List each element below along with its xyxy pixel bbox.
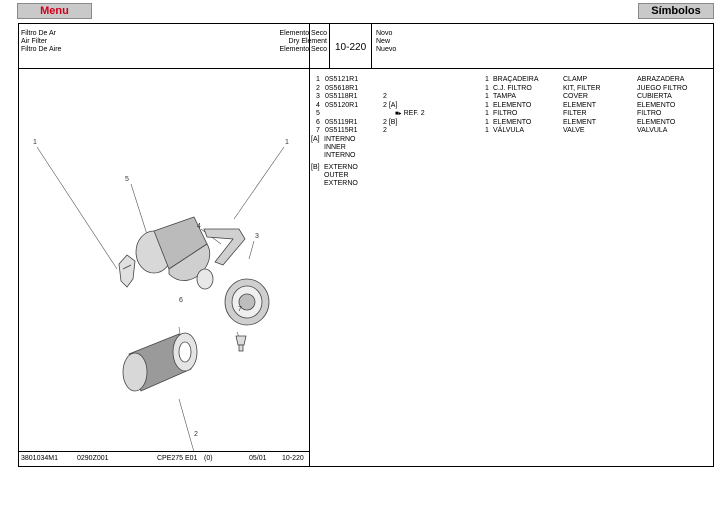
footer-page: 10-220: [282, 455, 304, 462]
desc-es: CUBIERTA: [637, 93, 672, 100]
callout-1-right: 1: [285, 139, 289, 146]
qty-note: 2: [383, 127, 387, 134]
note-b-es: EXTERNO: [324, 180, 358, 187]
footer-rev: (0): [204, 455, 213, 462]
desc-pt: FILTRO: [493, 110, 518, 117]
parts-sheet: Filtro De Ar Air Filter Filtro De Aire E…: [18, 23, 714, 467]
part-number-link[interactable]: 0S5618R1: [325, 84, 359, 92]
subtitle-en: Dry Element: [288, 38, 327, 45]
desc-es: ELEMENTO: [637, 118, 676, 126]
desc-en: ELEMENT: [563, 101, 597, 109]
desc-pt: BRAÇADEIRA: [493, 76, 539, 83]
qty-note: 2 [A]: [383, 101, 398, 109]
desc-es: JUEGO FILTRO: [637, 84, 688, 92]
desc-en: ELEMENT: [563, 118, 597, 126]
qty: 1: [485, 110, 489, 117]
ref-arrow-icon[interactable]: ■▸: [395, 111, 402, 117]
note-b-pt: EXTERNO: [324, 164, 358, 171]
note-b-tag: [B]: [311, 164, 320, 171]
desc-pt: TAMPA: [493, 93, 517, 100]
status-pt: Novo: [376, 30, 393, 37]
part-number-link[interactable]: 0S5118R1: [325, 93, 358, 100]
callout-7: 7: [238, 306, 242, 313]
qty: 1: [485, 118, 489, 126]
exploded-diagram: [36, 146, 285, 451]
valve-shape: [235, 335, 247, 352]
status-en: New: [376, 38, 391, 45]
part-number-link[interactable]: 0S5119R1: [325, 118, 358, 126]
item-number: 5: [316, 110, 320, 117]
item-number: 4: [316, 101, 320, 109]
item-number: 6: [316, 118, 320, 126]
qty-note: 2 [B]: [383, 118, 398, 126]
footer-doc-no: 3801034M1: [21, 455, 58, 462]
footer-edition: E01: [185, 455, 198, 462]
desc-es: ELEMENTO: [637, 101, 676, 109]
page-code: 10-220: [335, 42, 367, 53]
clamp-left-shape: [118, 254, 136, 288]
callout-5: 5: [125, 176, 129, 183]
item-number: 1: [316, 76, 320, 83]
qty: 1: [485, 76, 489, 83]
item-number: 2: [316, 84, 320, 92]
desc-en: COVER: [563, 93, 588, 100]
ref-note: REF. 2: [403, 110, 425, 117]
filter-element-shape: [122, 332, 198, 392]
desc-es: FILTRO: [637, 110, 662, 117]
desc-es: ABRAZADERA: [637, 76, 685, 83]
clamp-right-shape: [203, 228, 246, 266]
desc-en: FILTER: [563, 110, 587, 117]
item-number: 7: [316, 127, 320, 134]
part-number-link[interactable]: 0S5115R1: [325, 127, 358, 134]
callout-2: 2: [194, 431, 198, 438]
footer-code: 0290Z001: [77, 455, 109, 462]
part-number-link[interactable]: [325, 110, 358, 119]
callout-4: 4: [197, 223, 201, 230]
qty: 1: [485, 84, 489, 92]
subtitle-es: Elemento Seco: [279, 46, 327, 53]
note-b-en: OUTER: [324, 172, 349, 179]
footer-date: 05/01: [249, 455, 267, 462]
footer-model: CPE275: [157, 455, 184, 462]
callout-6: 6: [179, 297, 183, 304]
symbols-button[interactable]: Símbolos: [638, 3, 714, 19]
menu-button[interactable]: Menu: [17, 3, 92, 19]
filter-housing-shape: [135, 216, 214, 290]
title-es: Filtro De Aire: [21, 46, 62, 53]
qty-note: [383, 85, 425, 94]
desc-es: VALVULA: [637, 127, 668, 134]
note-a-tag: [A]: [311, 136, 320, 143]
qty: 1: [485, 127, 489, 134]
title-en: Air Filter: [21, 38, 48, 45]
desc-en: CLAMP: [563, 76, 588, 83]
title-pt: Filtro De Ar: [21, 30, 57, 37]
desc-en: KIT, FILTER: [563, 84, 601, 92]
qty-note: 2: [383, 93, 387, 100]
desc-pt: ELEMENTO: [493, 101, 532, 109]
qty-note: [383, 76, 425, 85]
desc-pt: C.J. FILTRO: [493, 84, 532, 92]
part-number-link[interactable]: 0S5121R1: [325, 76, 359, 83]
note-a-es: INTERNO: [324, 152, 356, 159]
status-es: Nuevo: [376, 46, 397, 53]
note-a-pt: INTERNO: [324, 136, 356, 143]
item-number: 3: [316, 93, 320, 100]
desc-pt: ELEMENTO: [493, 118, 532, 126]
qty: 1: [485, 101, 489, 109]
cover-shape: [224, 278, 270, 326]
note-a-en: INNER: [324, 144, 346, 151]
desc-en: VALVE: [563, 127, 585, 134]
subtitle-pt: Elemento Seco: [279, 30, 327, 37]
callout-3: 3: [255, 233, 259, 240]
ref-row: ■▸ REF. 2: [383, 110, 425, 119]
top-toolbar: Menu Símbolos: [0, 0, 728, 20]
qty: 1: [485, 93, 489, 100]
part-number-link[interactable]: 0S5120R1: [325, 101, 359, 109]
callout-1-left: 1: [33, 139, 37, 146]
desc-pt: VÁLVULA: [493, 127, 524, 134]
